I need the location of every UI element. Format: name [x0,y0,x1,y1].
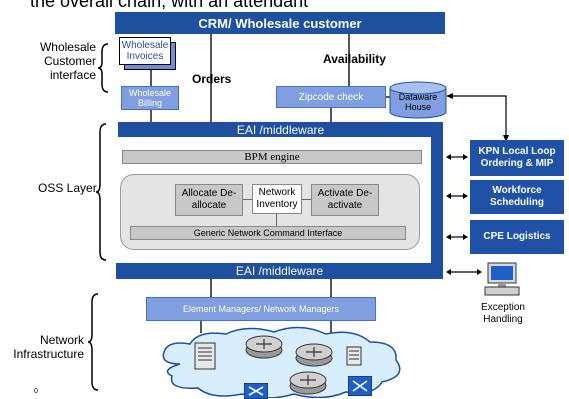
bpm-engine-bar: BPM engine [122,150,422,164]
orders-label: Orders [192,72,232,86]
orders-line [210,34,212,122]
router-icon-2 [295,343,333,367]
availability-line [348,34,350,86]
network-infrastructure-label: Network Infrastructure [13,333,84,361]
activate-box: Activate De-activate [311,184,379,216]
eai-middleware-top: EAI /middleware [118,122,443,137]
cpe-logistics-box: CPE Logistics [470,220,564,254]
exception-arrow [446,269,482,275]
dataware-house-cylinder [389,81,447,119]
zipcode-down-line [330,108,332,122]
zipcode-dataware-line [386,96,392,98]
top-title-fragment: the overall chain, with an attendant [30,0,309,11]
element-managers-box: Element Managers/ Network Managers [146,297,376,321]
page-number: 0 [34,388,38,395]
server-icon-left [194,342,216,370]
oss-frame-right [431,122,443,277]
eai-middleware-bottom: EAI /middleware [116,263,443,279]
generic-network-command-interface: Generic Network Command Interface [130,226,406,240]
allocate-inventory-line [243,199,253,200]
eai-em-line-left [210,279,212,297]
exception-handling-label: Exception Handling [481,302,525,325]
availability-label: Availability [323,52,386,66]
billing-up-line [150,66,152,86]
switch-icon-right [348,376,372,396]
em-cloud-line-left [200,321,202,333]
eai-em-line-right [330,279,332,297]
network-cloud [162,326,401,398]
router-icon-3 [289,371,327,395]
brace-wholesale [97,43,109,93]
wholesale-billing-box: Wholesale Billing [121,86,179,110]
inventory-activate-line [302,199,312,200]
dataware-kpn-arrow [446,93,509,142]
workforce-scheduling-box: Workforce Scheduling [470,180,564,214]
oss-layer-label: OSS Layer [38,181,97,195]
network-inventory-box: Network Inventory [252,184,302,214]
allocate-box: Allocate De-allocate [175,184,243,216]
kpn-arrow [446,154,468,160]
zipcode-check-box: Zipcode check [276,86,386,108]
brace-oss [95,123,107,261]
workforce-arrow [446,193,468,199]
billing-down-line [150,108,152,122]
cpe-arrow [446,234,468,240]
wholesale-invoices: Wholesale Invoices [119,37,171,65]
inventory-generic-line [276,214,277,226]
crm-banner: CRM/ Wholesale customer [115,12,445,34]
server-icon-right [346,346,362,366]
dataware-house-label: Dataware House [398,92,438,112]
kpn-local-loop-box: KPN Local Loop Ordering & MIP [470,140,564,176]
switch-icon-left [244,383,268,399]
wholesale-customer-interface-label: Wholesale Customer interface [39,40,96,82]
computer-icon [484,262,520,296]
em-cloud-line-right [330,321,332,333]
router-icon-1 [245,335,283,359]
brace-network [87,293,99,391]
